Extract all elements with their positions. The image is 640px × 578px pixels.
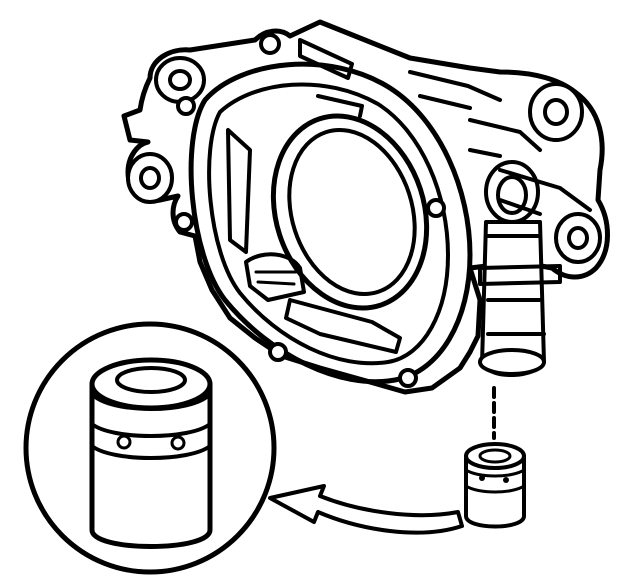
mount-boss-left — [126, 152, 174, 204]
flange-bolt-hole — [398, 368, 418, 388]
bolt-hole-left — [139, 166, 161, 190]
valve-port-hole — [503, 477, 509, 483]
mount-boss-right — [528, 82, 584, 142]
flange-bolt-hole — [259, 33, 281, 55]
valve-bore-top — [484, 160, 540, 224]
pressure-relief-valve — [464, 442, 526, 529]
flange-inner — [207, 82, 450, 366]
flange-bolt-hole — [426, 198, 446, 218]
right-body-edge — [468, 118, 542, 158]
valve-detail-magnifier — [23, 321, 277, 575]
mount-boss-top — [154, 56, 206, 104]
bolt-hole-top — [168, 69, 192, 91]
valve-bore-collar — [478, 264, 562, 286]
rotor-bore-inner — [287, 127, 417, 297]
flange-bolt-holes — [174, 33, 446, 388]
upper-rib-3 — [408, 70, 502, 110]
detail-valve-body — [89, 381, 213, 549]
flange-bolt-hole — [174, 212, 194, 232]
flange-bolt-hole — [268, 342, 288, 362]
valve-top-recess — [478, 448, 512, 464]
valve-port-hole — [479, 475, 485, 481]
valve-bore-outlet — [478, 348, 546, 376]
detail-valve-groove-lower — [90, 444, 212, 460]
cavity-wall-lower — [244, 252, 306, 302]
flange-bolt-hole — [176, 96, 196, 116]
valve-groove — [464, 468, 526, 494]
upper-rib-2 — [316, 94, 364, 118]
mount-boss-lower-right — [554, 212, 602, 264]
valve-bore-rings — [486, 234, 546, 336]
detail-valve-port-hole — [170, 435, 186, 451]
cavity-wall-left — [226, 128, 252, 254]
bolt-hole-lower-right — [567, 226, 589, 250]
bolt-hole-right — [543, 98, 569, 126]
arrow-shaft — [268, 484, 464, 535]
upper-rib-1 — [298, 38, 354, 80]
oil-pump-housing — [121, 19, 610, 395]
lower-channel — [284, 298, 402, 354]
detail-valve-top-rim — [90, 392, 212, 411]
flange-outer — [188, 61, 473, 385]
detail-valve-port-hole — [116, 434, 132, 450]
detail-valve-top-recess — [115, 366, 187, 394]
rotor-bore-outer — [270, 113, 430, 311]
valve-bore-top-inner — [496, 175, 528, 215]
direction-arrow — [268, 484, 464, 535]
cavity-rib — [254, 270, 298, 286]
valve-top-face — [464, 442, 526, 470]
detail-valve-groove-upper — [90, 422, 212, 438]
